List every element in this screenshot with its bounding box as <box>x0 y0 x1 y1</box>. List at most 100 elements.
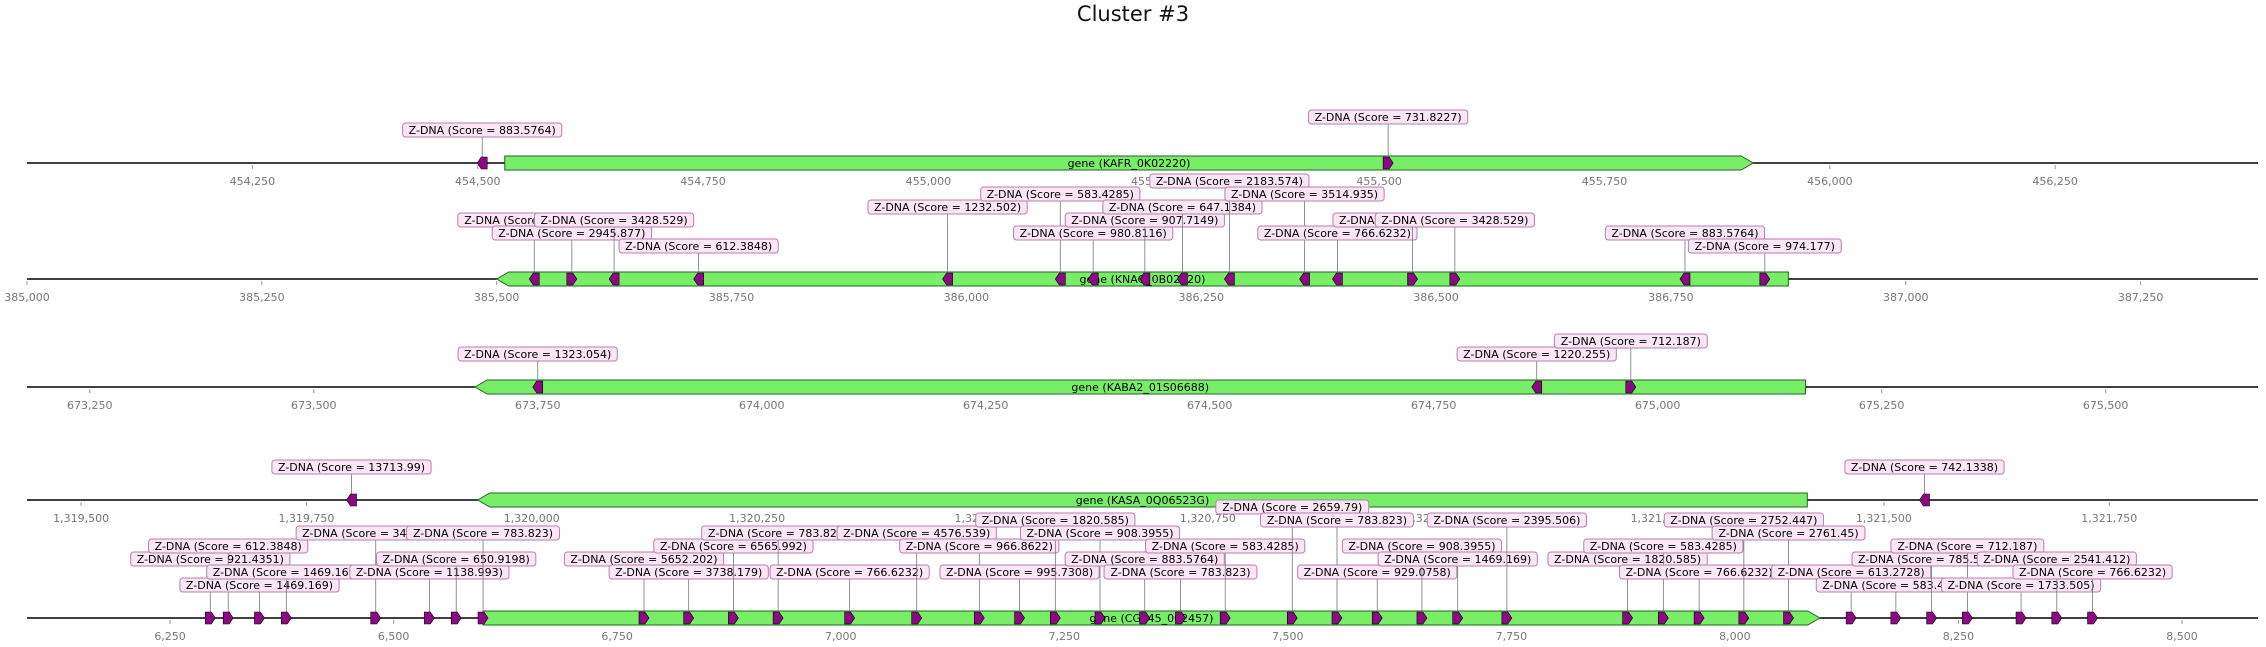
feature-label: Z-DNA (Score = 907.7149) <box>1071 214 1218 227</box>
feature-label: Z-DNA (Score = 3514.935) <box>1231 188 1378 201</box>
feature-label-box <box>1687 238 1842 254</box>
gene-label: gene (KABA2_01S06688) <box>1071 381 1209 394</box>
feature-label-box <box>1297 564 1458 580</box>
feature-label-box <box>1890 538 2045 554</box>
feature-label: Z-DNA (Score = 908.3955) <box>1348 540 1495 553</box>
zdna-feature <box>532 380 544 394</box>
zdna-feature <box>638 611 650 625</box>
tick-label: 1,321,750 <box>2081 512 2137 525</box>
feature-label: Z-DNA (Score = 883.5764) <box>1071 553 1218 566</box>
feature-label-box <box>1456 346 1617 362</box>
tick-label: 6,750 <box>601 630 633 643</box>
feature-label: Z-DNA (Score = 4576.539) <box>843 527 990 540</box>
zdna-feature <box>254 611 265 625</box>
feature-label: Z-DNA (Score = 583.4285) <box>1152 540 1299 553</box>
feature-label: Z-DNA (Score = 583.4285) <box>987 188 1134 201</box>
feature-label: Z-DNA (Score = 995.7308) <box>946 566 1093 579</box>
tick-label: 385,500 <box>474 291 520 304</box>
feature-label: Z-DNA (Score = 612.3848) <box>155 540 302 553</box>
zdna-feature <box>1625 380 1637 394</box>
feature-label: Z-DNA (Score = 612.3848) <box>625 240 772 253</box>
gene-arrow <box>476 492 1808 508</box>
gene-arrow <box>504 155 1755 171</box>
tick-label: 1,319,500 <box>53 512 109 525</box>
tick-label: 674,000 <box>739 399 785 412</box>
zdna-feature <box>1286 611 1298 625</box>
zdna-feature <box>1783 611 1794 625</box>
zdna-feature <box>2051 611 2063 625</box>
tick-label: 673,500 <box>291 399 337 412</box>
tick-label: 8,000 <box>1719 630 1751 643</box>
tick-label: 8,250 <box>1943 630 1975 643</box>
feature-label-box <box>1260 512 1414 528</box>
tick-label: 387,000 <box>1883 291 1929 304</box>
tick-label: 6,500 <box>378 630 410 643</box>
feature-label: Z-DNA (Score = 6565.992) <box>660 540 807 553</box>
zdna-feature <box>1087 272 1099 286</box>
feature-label: Z-DNA (Score = 783.823) <box>1267 514 1407 527</box>
feature-label-box <box>1374 212 1535 228</box>
zdna-feature <box>2015 611 2027 625</box>
feature-label: Z-DNA (Score = 1469.169) <box>1384 553 1531 566</box>
feature-label: Z-DNA (Score = 785.5650) <box>1858 553 2005 566</box>
zdna-feature <box>1531 380 1543 394</box>
zdna-feature <box>1759 272 1771 286</box>
feature-label: Z-DNA (Score = 921.4351) <box>137 553 284 566</box>
feature-label: Z-DNA (Score = 731.8227) <box>1315 111 1462 124</box>
tick-label: 386,250 <box>1178 291 1224 304</box>
zdna-feature <box>1452 611 1464 625</box>
feature-label: Z-DNA (Score = 1733.505) <box>1947 579 2094 592</box>
tick-label: 387,250 <box>2118 291 2164 304</box>
tick-label: 455,000 <box>906 175 952 188</box>
feature-label: Z-DNA (Score = 647.1384) <box>1109 201 1256 214</box>
feature-label: Z-DNA (Score = 3428.529) <box>1381 214 1528 227</box>
zdna-feature <box>477 611 489 625</box>
feature-label: Z-DNA (Score = 3428.529) <box>541 214 688 227</box>
feature-label-box <box>939 564 1100 580</box>
feature-label: Z-DNA (Score = 2395.506) <box>1433 514 1580 527</box>
zdna-feature <box>1382 156 1394 170</box>
zdna-feature <box>1845 611 1857 625</box>
feature-label: Z-DNA (Score = 2541.412) <box>1983 553 2130 566</box>
feature-label: Z-DNA (Score = 742.1338) <box>1851 461 1998 474</box>
zdna-feature <box>1014 611 1025 625</box>
zdna-feature <box>1449 272 1461 286</box>
tick-label: 454,500 <box>455 175 501 188</box>
tick-label: 456,250 <box>2032 175 2078 188</box>
feature-label: Z-DNA (Score = 1469.169) <box>213 566 360 579</box>
feature-label: Z-DNA (Score = 1323.054) <box>464 348 611 361</box>
tick-label: 1,321,500 <box>1856 512 1912 525</box>
feature-label: Z-DNA (Score = 3738.179) <box>615 566 762 579</box>
feature-label-box <box>376 551 537 567</box>
zdna-feature <box>693 272 704 286</box>
tick-label: 455,500 <box>1356 175 1402 188</box>
feature-label: Z-DNA (Score = 2183.574) <box>1156 175 1303 188</box>
feature-label: Z-DNA (Score = 1469.169) <box>186 579 333 592</box>
zdna-feature <box>1299 272 1310 286</box>
zdna-feature <box>1224 272 1235 286</box>
zdna-feature <box>974 611 985 625</box>
feature-label: Z-DNA (Score = 974.177) <box>1695 240 1835 253</box>
tick-label: 1,320,250 <box>729 512 785 525</box>
feature-label-box <box>1583 538 1744 554</box>
feature-label: Z-DNA (Score = 766.6232) <box>2019 566 2166 579</box>
tick-label: 454,250 <box>230 175 276 188</box>
tick-label: 673,250 <box>67 399 113 412</box>
tick-label: 1,320,750 <box>1180 512 1236 525</box>
tick-label: 385,250 <box>239 291 285 304</box>
feature-label: Z-DNA (Score = 929.0758) <box>1304 566 1451 579</box>
tick-label: 6,250 <box>154 630 186 643</box>
feature-label: Z-DNA (Score = 5652.202) <box>570 553 717 566</box>
feature-label-box <box>457 346 618 362</box>
feature-label: Z-DNA (Score = 766.6232) <box>1264 227 1411 240</box>
zdna-feature <box>1501 611 1513 625</box>
feature-label-box <box>534 212 695 228</box>
zdna-feature <box>424 611 435 625</box>
feature-label: Z-DNA (Score = 712.187) <box>1561 335 1701 348</box>
tick-label: 8,500 <box>2166 630 2198 643</box>
zdna-feature <box>346 493 357 507</box>
feature-label-box <box>148 538 309 554</box>
zdna-feature <box>1890 611 1902 625</box>
gene-label: gene (KASA_0Q06523G) <box>1076 494 1210 507</box>
feature-label: Z-DNA (Score = 783.823) <box>708 527 848 540</box>
